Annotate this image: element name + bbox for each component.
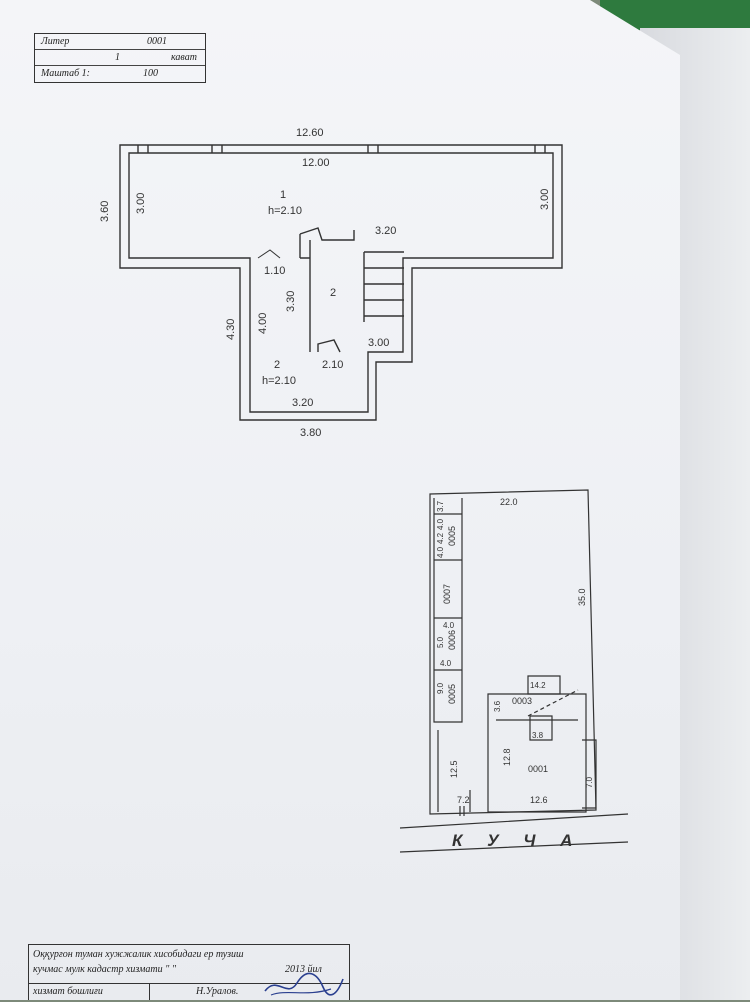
dim-landing: 2.10: [322, 359, 343, 371]
floor-plan: [119, 144, 563, 421]
site-dim-4-0-c: 4.0: [443, 621, 455, 630]
dim-right-inner: 3.00: [539, 189, 551, 210]
dim-room2-outer-width: 3.80: [300, 427, 321, 439]
liter-label: Литер: [41, 36, 70, 47]
stamp-row-floor: 1 кават: [35, 50, 205, 66]
site-dim-3-8: 3.8: [532, 731, 544, 740]
stair-room-name: 2: [330, 287, 336, 299]
site-right-length: 35.0: [577, 588, 587, 606]
site-plan: [399, 489, 629, 853]
site-block-0003: 0003: [512, 696, 532, 706]
dim-stair-bottom: 3.00: [368, 337, 389, 349]
dim-inner-width: 12.00: [302, 157, 330, 169]
scale-label: Маштаб 1:: [41, 68, 90, 79]
stamp-row-scale: Маштаб 1: 100: [35, 66, 205, 81]
floor-plan-labels: 12.60 12.00 1 h=2.10 3.60 3.00 3.00 3.20…: [99, 127, 551, 439]
footer-cell-title: хизмат бошлиғи: [29, 983, 149, 1000]
dim-left-outer: 3.60: [99, 201, 111, 222]
site-dim-4-2: 4.2: [436, 532, 445, 544]
site-block-0005a: 0005: [447, 526, 457, 546]
dim-stair-depth: 3.30: [285, 291, 297, 312]
site-dim-7-0: 7.0: [585, 776, 594, 788]
site-block-0001: 0001: [528, 764, 548, 774]
signature: [264, 972, 344, 996]
site-block-0006: 0006: [447, 630, 457, 650]
footer-line3-left: хизмат бошлиғи: [33, 986, 103, 997]
footer-line1: Оққурғон туман хужжалик хисобидаги ер ту…: [33, 949, 244, 960]
site-top-width: 22.0: [500, 497, 518, 507]
footer-stamp: Оққурғон туман хужжалик хисобидаги ер ту…: [28, 944, 350, 1000]
floor-value: 1: [115, 52, 120, 63]
room2-height: h=2.10: [262, 375, 296, 387]
site-dim-4-0-b: 4.0: [436, 546, 445, 558]
footer-line2-right: 2013 йил: [285, 964, 322, 975]
dim-total-width: 12.60: [296, 127, 324, 139]
room1-name: 1: [280, 189, 286, 201]
room1-height: h=2.10: [268, 205, 302, 217]
site-dim-12-6: 12.6: [530, 795, 548, 805]
footer-line2-left: кучмас мулк кадастр хизмати " ": [33, 964, 177, 975]
site-dim-9-0: 9.0: [436, 682, 445, 694]
room2-name: 2: [274, 359, 280, 371]
site-block-0005b: 0005: [447, 684, 457, 704]
dim-small-width: 1.10: [264, 265, 285, 277]
site-dim-5-0: 5.0: [436, 636, 445, 648]
site-dim-3-6: 3.6: [493, 700, 502, 712]
site-plan-labels: 22.0 35.0 3.7 4.0 4.2 4.0 0005 0007 4.0 …: [436, 497, 594, 850]
site-dim-3-7: 3.7: [436, 500, 445, 512]
scale-value: 100: [143, 68, 158, 79]
footer-cell-name: Н.Уралов.: [149, 983, 350, 1000]
footer-line3-name: Н.Уралов.: [196, 986, 239, 997]
liter-value: 0001: [147, 36, 167, 47]
dim-room2-inner-width: 3.20: [292, 397, 313, 409]
site-dim-4-0-d: 4.0: [440, 659, 452, 668]
dim-left-inner: 3.00: [135, 193, 147, 214]
site-dim-4-0-a: 4.0: [436, 518, 445, 530]
document-page: Литер 0001 1 кават Маштаб 1: 100 Оққурғо…: [0, 0, 680, 1000]
site-block-0007: 0007: [442, 584, 452, 604]
site-dim-7-2: 7.2: [457, 795, 470, 805]
dim-room2-outer: 4.30: [225, 319, 237, 340]
site-dim-12-5: 12.5: [449, 760, 459, 778]
site-dim-14-2: 14.2: [530, 681, 546, 690]
stamp-row-liter: Литер 0001: [35, 34, 205, 50]
title-stamp: Литер 0001 1 кават Маштаб 1: 100: [34, 33, 206, 83]
site-dim-12-8: 12.8: [502, 748, 512, 766]
floor-label: кават: [171, 52, 197, 63]
dim-room2-inner: 4.00: [257, 313, 269, 334]
dim-stair-room-width: 3.20: [375, 225, 396, 237]
street-name: К У Ч А: [452, 831, 582, 850]
